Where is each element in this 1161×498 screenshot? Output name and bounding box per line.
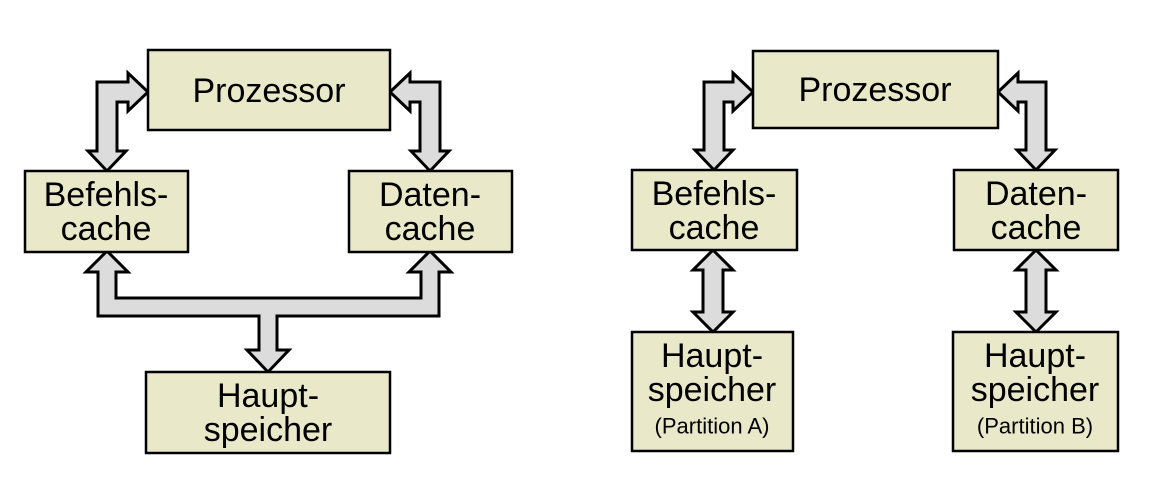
partitioned-memory-diagram: Prozessor Befehls- cache Daten- cache Ha… xyxy=(630,49,1120,453)
processor-data-cache-arrow xyxy=(387,69,453,174)
main-memory-a-label-line2: speicher xyxy=(648,371,777,409)
main-memory-b-partition-label: (Partition B) xyxy=(977,414,1093,439)
unified-memory-diagram: Prozessor Befehls- cache Daten- cache Ha… xyxy=(23,48,514,455)
instruction-cache-box xyxy=(23,169,190,254)
instruction-cache-label-line1: Befehls- xyxy=(652,175,777,213)
data-cache-box xyxy=(347,169,514,254)
caches-main-memory-arrow xyxy=(82,248,455,375)
processor-box xyxy=(146,48,392,132)
data-cache-label-line2: cache xyxy=(385,210,476,248)
main-memory-a-label-line1: Haupt- xyxy=(661,337,763,375)
main-memory-a-partition-label: (Partition A) xyxy=(655,414,770,439)
processor-instruction-cache-arrow xyxy=(84,69,151,174)
data-cache-box xyxy=(952,168,1120,252)
main-memory-label-line1: Haupt- xyxy=(217,377,319,415)
data-cache-memory-b-arrow xyxy=(1012,247,1060,335)
main-memory-box xyxy=(144,370,392,455)
main-memory-b-label-line2: speicher xyxy=(971,371,1100,409)
processor-label: Prozessor xyxy=(798,71,951,109)
main-memory-partition-b-box xyxy=(951,330,1120,453)
data-cache-label-line2: cache xyxy=(991,209,1082,247)
main-memory-label-line2: speicher xyxy=(204,411,333,449)
main-memory-b-label-line1: Haupt- xyxy=(984,337,1086,375)
data-cache-label-line1: Daten- xyxy=(379,176,481,214)
data-cache-label-line1: Daten- xyxy=(985,175,1087,213)
instruction-cache-label-line2: cache xyxy=(669,209,760,247)
processor-instruction-cache-arrow xyxy=(691,69,756,173)
processor-box xyxy=(751,49,1000,130)
instruction-cache-box xyxy=(630,168,799,252)
processor-data-cache-arrow xyxy=(995,69,1059,173)
instruction-cache-memory-a-arrow xyxy=(689,247,737,335)
processor-label: Prozessor xyxy=(192,72,345,110)
instruction-cache-label-line1: Befehls- xyxy=(44,176,169,214)
main-memory-partition-a-box xyxy=(630,330,795,453)
instruction-cache-label-line2: cache xyxy=(61,210,152,248)
